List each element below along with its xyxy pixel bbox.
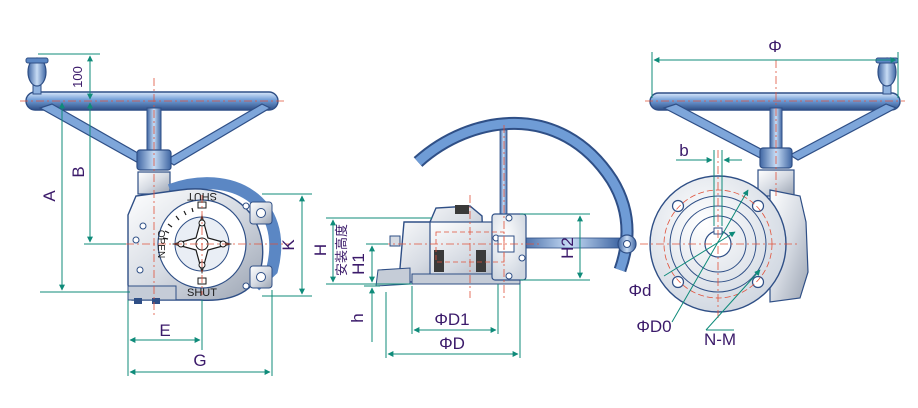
right-view: Φ b Φd ΦD0 N-M [628,37,905,349]
flange-bolt-icon [505,214,513,222]
right-handle-knob [875,57,899,95]
dim-label-a: A [40,190,59,202]
handle-knob [25,57,49,95]
handwheel-spoke [38,103,152,166]
housing-bolt-icon [136,266,144,274]
housing-bolt-icon [139,222,147,230]
dim-label-key-width: b [679,141,688,160]
dim-label-install-height: 安装高度 [334,224,349,276]
base-foot [134,298,142,304]
right-dimensions [651,52,899,331]
housing-bolt-icon [242,202,250,210]
side-slot [455,205,469,214]
dim-label-100: 100 [70,66,85,88]
side-dimensions [326,213,590,358]
side-slot [434,250,444,272]
front-view: SHUT SHUT OPEN [20,53,312,376]
ear-bolt-icon [256,272,266,282]
side-grease-nipple [389,235,401,247]
flange-bolt-icon [505,272,513,280]
gearbox-base [127,285,177,301]
right-bolt-hole-icon [751,199,765,213]
flange-bolt-icon [518,254,526,262]
dim-label-bolt-spec: N-M [704,330,736,349]
housing-bolt-icon [242,282,250,290]
dim-label-g: G [193,351,206,370]
right-handwheel-spoke [788,103,898,161]
side-knob-hole [623,240,631,248]
dim-label-pitch-diameter: ΦD0 [636,317,671,336]
dim-label-h1: H1 [349,253,368,275]
dim-label-h-lower: h [348,313,367,322]
dim-label-bore-diameter: Φd [628,281,651,300]
dim-label-b: B [69,166,88,177]
handwheel-spoke [164,103,272,166]
housing-bolt-icon [132,236,140,244]
dim-label-h2: H2 [558,237,577,259]
dim-label-wheel-diameter: Φ [768,37,782,56]
worm-housing-arc [167,177,282,291]
dial-ticks [162,207,194,240]
side-foot [375,267,411,287]
side-handwheel-rim-highlight [414,118,632,272]
dim-label-h-upper: H [311,244,330,256]
right-bolt-hole-icon [671,199,685,213]
right-handwheel-rim [649,92,901,111]
base-foot [152,298,160,304]
side-slot [476,250,486,272]
right-flange-ring [669,195,767,293]
dim-label-d: ΦD [439,334,465,353]
dim-label-k: K [279,239,298,251]
side-view: H 安装高度 H1 H2 h ΦD1 ΦD [311,116,637,358]
side-hidden-bore [435,231,505,263]
dim-label-d1: ΦD1 [434,310,469,329]
ear-bolt-icon [256,208,266,218]
dim-label-e: E [159,321,170,340]
front-dimensions [38,53,312,376]
right-bolt-hole-icon [751,275,765,289]
right-bolt-hole-icon [671,275,685,289]
